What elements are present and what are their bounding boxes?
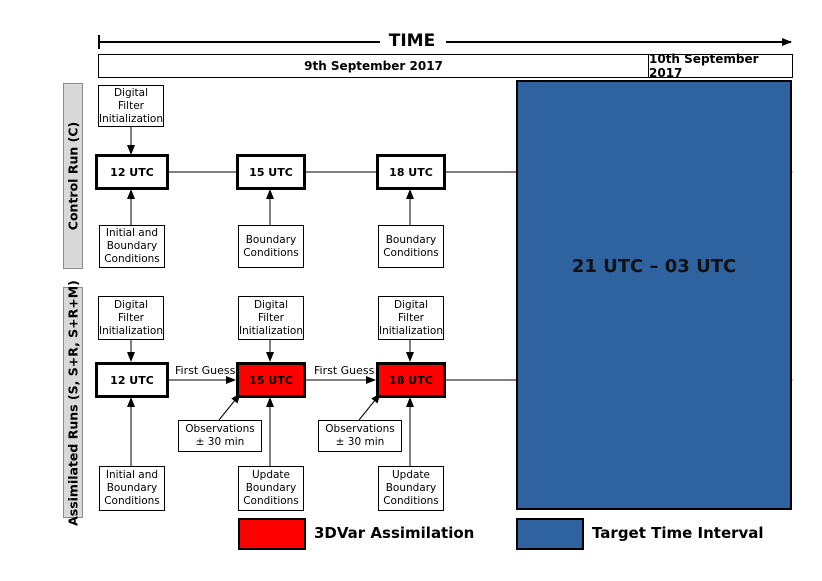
control-run-tab: Control Run (C) <box>63 83 83 269</box>
control-bc18-box: Boundary Conditions <box>378 225 444 268</box>
target-time-interval: 21 UTC – 03 UTC <box>516 80 792 510</box>
assim-obs18-arrow <box>358 393 381 421</box>
legend-target-label: Target Time Interval <box>592 524 764 542</box>
time-axis-title: TIME <box>380 31 444 51</box>
assim-obs18-box: Observations ± 30 min <box>318 420 402 452</box>
assim-15utc-box: 15 UTC <box>236 362 306 398</box>
assim-obs15-box: Observations ± 30 min <box>178 420 262 452</box>
first-guess-label-1: First Guess <box>175 364 236 377</box>
legend-target-swatch <box>516 518 584 550</box>
date-bar-day1: 9th September 2017 <box>98 54 649 78</box>
control-18utc-box: 18 UTC <box>376 154 446 190</box>
assim-dfi18-box: Digital Filter Initialization <box>378 296 444 340</box>
first-guess-label-2: First Guess <box>314 364 375 377</box>
target-label: 21 UTC – 03 UTC <box>571 255 737 277</box>
assimilated-runs-tab: Assimilated Runs (S, S+R, S+R+M) <box>63 280 83 525</box>
assim-dfi15-box: Digital Filter Initialization <box>238 296 304 340</box>
control-ibc-box: Initial and Boundary Conditions <box>99 225 165 268</box>
assim-18utc-box: 18 UTC <box>376 362 446 398</box>
assim-dfi12-box: Digital Filter Initialization <box>98 296 164 340</box>
control-dfi-box: Digital Filter Initialization <box>98 85 164 127</box>
date-bar-day2: 10th September 2017 <box>648 52 793 80</box>
assim-ubc18-box: Update Boundary Conditions <box>378 466 444 511</box>
assimilated-runs-label: Assimilated Runs (S, S+R, S+R+M) <box>65 279 81 526</box>
assim-ubc15-box: Update Boundary Conditions <box>238 466 304 511</box>
assim-12utc-box: 12 UTC <box>95 362 169 398</box>
legend-assimilation-swatch <box>238 518 306 550</box>
control-15utc-box: 15 UTC <box>236 154 306 190</box>
control-bc15-box: Boundary Conditions <box>238 225 304 268</box>
control-12utc-box: 12 UTC <box>95 154 169 190</box>
legend-assimilation-label: 3DVar Assimilation <box>314 524 475 542</box>
assim-ibc-box: Initial and Boundary Conditions <box>99 466 165 511</box>
assim-obs15-arrow <box>218 393 241 421</box>
control-run-label: Control Run (C) <box>65 121 81 231</box>
